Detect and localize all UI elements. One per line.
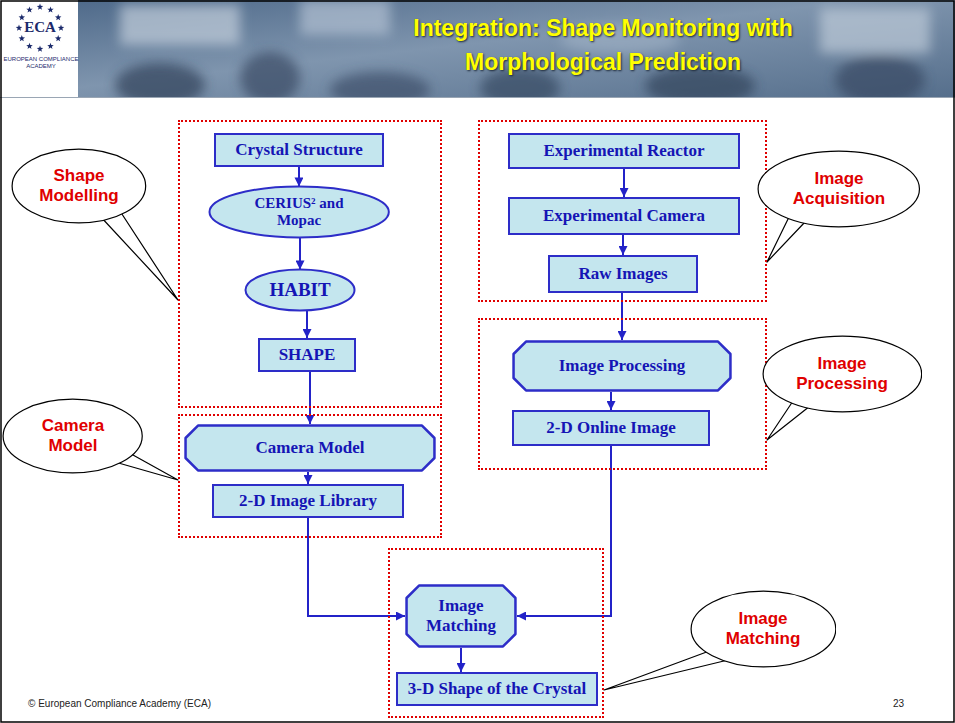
footer-copyright: © European Compliance Academy (ECA) (28, 698, 348, 710)
node-label: SHAPE (279, 345, 336, 365)
process-octagon: Image Processing (512, 340, 732, 392)
node-label: Experimental Camera (543, 206, 705, 226)
software-ellipse: HABIT (244, 268, 356, 312)
flow-arrow (306, 310, 308, 338)
callout-bubble: Image Processing (762, 335, 923, 413)
flow-arrow (298, 167, 300, 187)
callout-text: Camera Model (25, 416, 121, 455)
node-label: 3-D Shape of the Crystal (408, 679, 587, 699)
node-label: Camera Model (255, 438, 364, 458)
flow-arrow (308, 518, 405, 616)
node-label: 2-D Online Image (546, 418, 675, 438)
process-box: 3-D Shape of the Crystal (396, 672, 598, 706)
callout-text: Shape Modelling (33, 166, 125, 205)
software-ellipse: CERIUS² and Mopac (208, 185, 390, 239)
flow-arrow (307, 472, 309, 484)
process-group: Camera ModelCamera Model2-D Image Librar… (178, 414, 442, 538)
flow-arrow (622, 235, 624, 255)
process-box: Raw Images (548, 255, 698, 293)
slide-title: Integration: Shape Monitoring with Morph… (393, 11, 813, 79)
callout-bubble: Image Matching (690, 590, 837, 668)
process-box: 2-D Online Image (512, 410, 710, 446)
process-box: 2-D Image Library (212, 484, 404, 518)
node-label: HABIT (269, 279, 330, 301)
process-group: Image MatchingImage Matching3-D Shape of… (388, 548, 604, 718)
flow-arrow (517, 446, 611, 616)
node-label: Experimental Reactor (544, 141, 705, 161)
callout-text: Image Acquisition (783, 169, 895, 208)
node-label: 2-D Image Library (239, 491, 377, 511)
process-group: Image AcquisitionExperimental ReactorExp… (478, 120, 767, 302)
flow-arrow (299, 237, 301, 269)
header-rule (0, 97, 955, 98)
flow-arrow (610, 392, 612, 410)
node-label: Raw Images (578, 264, 667, 284)
process-group: Image ProcessingImage Processing2-D Onli… (478, 318, 767, 470)
process-box: Experimental Camera (508, 197, 740, 235)
node-label: Image Processing (559, 356, 686, 376)
node-label: CERIUS² and Mopac (235, 195, 364, 230)
process-box: Crystal Structure (214, 133, 384, 167)
flow-arrow (460, 648, 462, 672)
process-octagon: Image Matching (405, 584, 517, 648)
logo-subtitle: EUROPEAN COMPLIANCE ACADEMY (3, 56, 79, 70)
logo-text: ECA (15, 19, 65, 36)
node-label: Image Matching (425, 596, 497, 635)
callout-text: Image Matching (713, 609, 813, 648)
flow-arrow (623, 169, 625, 197)
flow-arrow (309, 372, 311, 424)
callout-text: Image Processing (787, 354, 897, 393)
callout-bubble: Image Acquisition (757, 150, 921, 228)
page-number: 23 (893, 698, 933, 710)
process-box: SHAPE (258, 338, 356, 372)
callout-bubble: Camera Model (2, 398, 143, 474)
process-group: Shape ModellingCrystal StructureCERIUS² … (178, 120, 442, 408)
node-label: Crystal Structure (235, 140, 363, 160)
header-photo-detail (115, 0, 930, 97)
process-box: Experimental Reactor (508, 133, 740, 169)
logo-stars (16, 4, 64, 52)
callout-bubble: Shape Modelling (11, 148, 147, 224)
process-octagon: Camera Model (184, 424, 436, 472)
